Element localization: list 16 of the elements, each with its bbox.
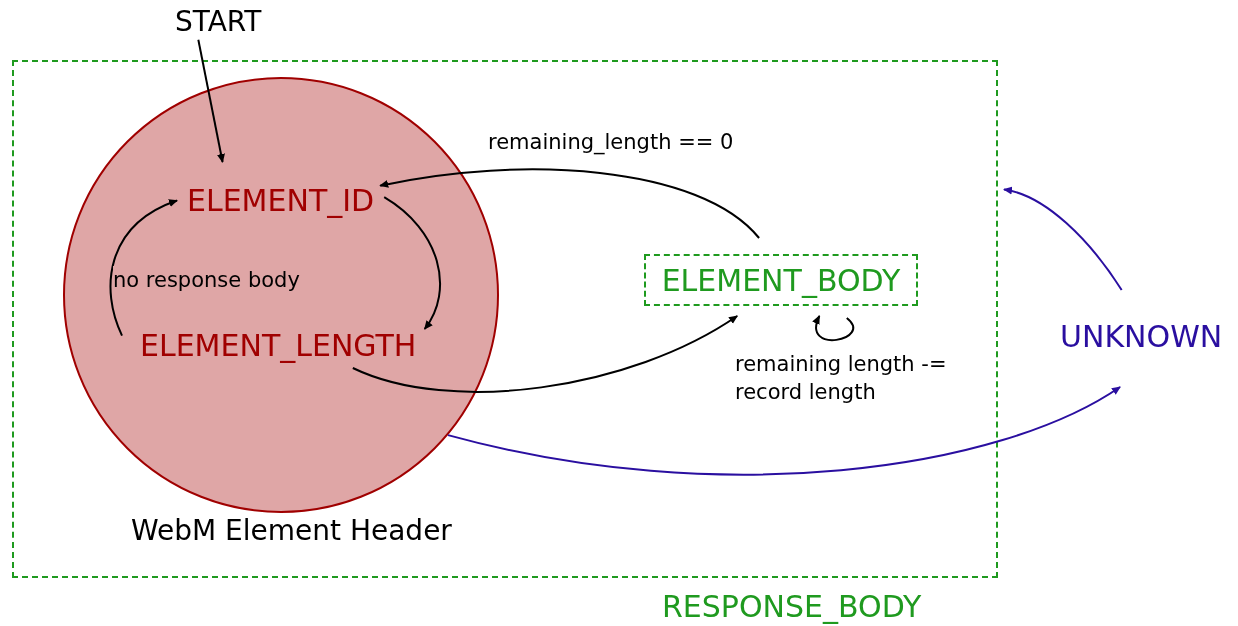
arrow xyxy=(379,168,761,239)
state-label: UNKNOWN xyxy=(1060,320,1223,353)
state-box: ELEMENT_BODY xyxy=(644,254,918,306)
edge-label: no response body xyxy=(113,266,300,294)
arrow xyxy=(351,315,739,393)
arrow xyxy=(109,199,178,337)
start-label: START xyxy=(175,7,262,38)
arrow xyxy=(812,315,855,341)
arrow xyxy=(197,38,225,163)
arrow xyxy=(1003,187,1123,291)
state-label: ELEMENT_ID xyxy=(187,184,375,217)
arrow xyxy=(383,196,442,330)
state-label: ELEMENT_LENGTH xyxy=(140,329,417,362)
region-heading: WebM Element Header xyxy=(131,516,452,547)
region-heading: RESPONSE_BODY xyxy=(662,590,922,623)
arrow xyxy=(447,386,1122,476)
